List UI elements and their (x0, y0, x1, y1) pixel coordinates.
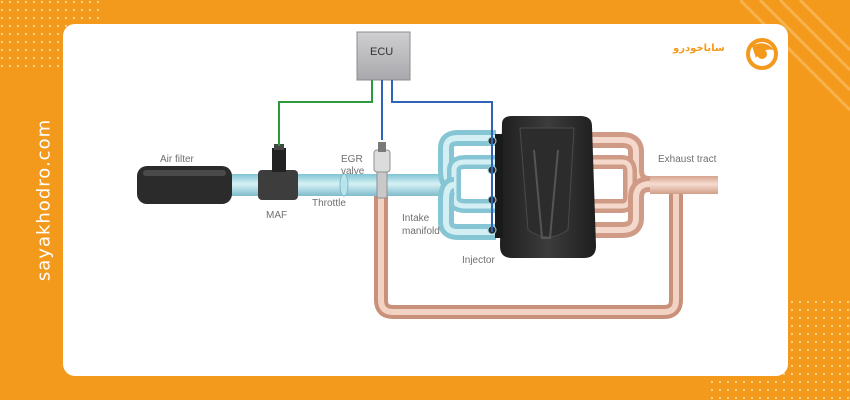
intake-label-line1: Intake (402, 213, 430, 224)
exhaust-tract (650, 176, 718, 194)
maf-sensor (258, 144, 298, 200)
stripe-pattern-top-right (740, 0, 850, 112)
egr-label-line2: valve (341, 166, 365, 177)
maf-signal-wire (278, 80, 373, 146)
ecu-control-wires (381, 80, 493, 232)
air-filter (137, 166, 232, 204)
throttle-label: Throttle (312, 198, 346, 209)
ecu-label: ECU (370, 46, 394, 58)
egr-valve (373, 142, 391, 199)
brand-logo (746, 38, 778, 70)
exhaust-manifold-runners (590, 132, 714, 238)
engine-block (495, 116, 596, 258)
intake-pipe (222, 174, 454, 196)
intake-manifold-runners (438, 130, 496, 240)
egr-return-pipe (374, 183, 683, 319)
egr-label-line1: EGR (341, 154, 363, 165)
injector-label: Injector (462, 255, 495, 266)
logo-text: سایاخودرو (673, 43, 725, 54)
intake-label-line2: manifold (402, 226, 440, 237)
throttle-body (339, 173, 349, 197)
maf-label: MAF (266, 210, 288, 221)
air-filter-label: Air filter (160, 154, 194, 165)
ecu-box (356, 31, 411, 81)
exhaust-tract-label: Exhaust tract (658, 154, 717, 165)
